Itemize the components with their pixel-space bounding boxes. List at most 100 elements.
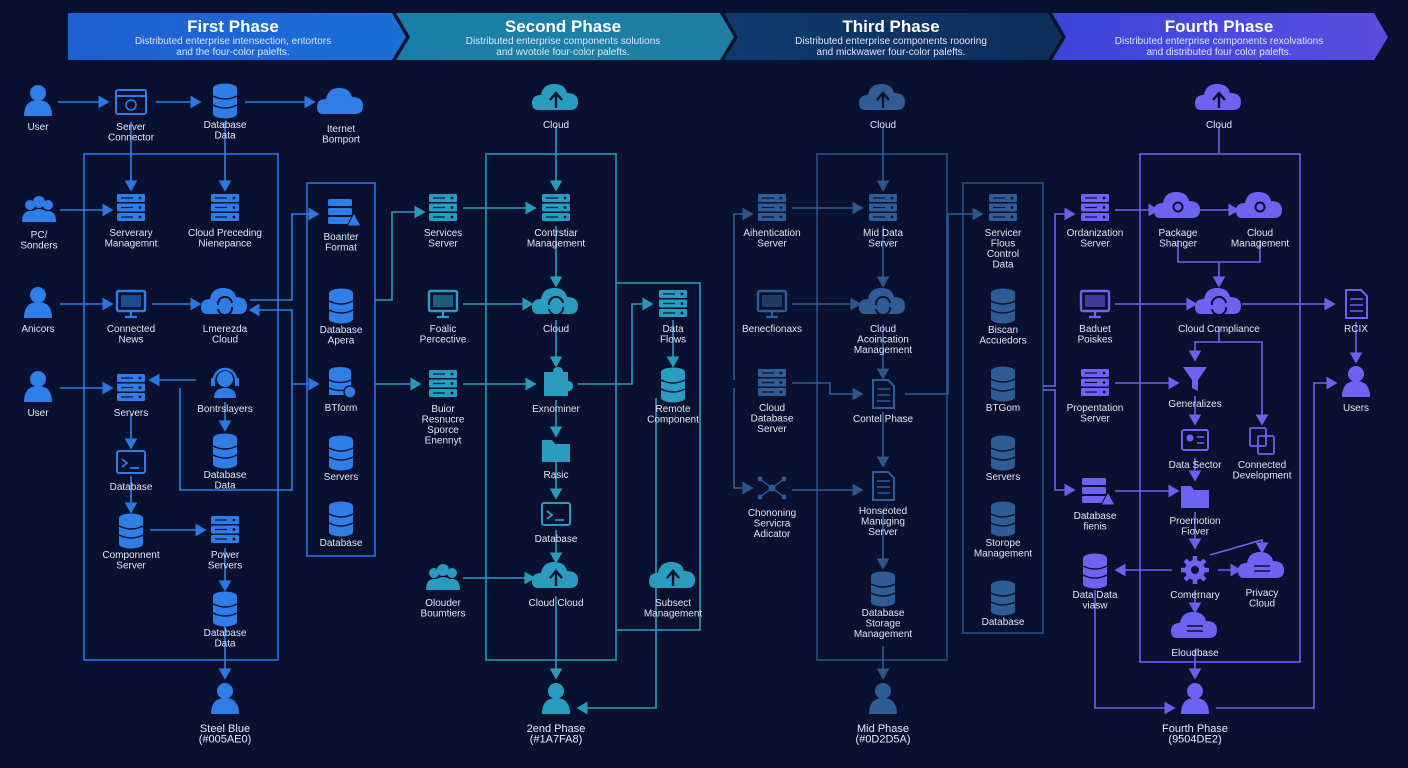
connector-arrow — [905, 207, 984, 395]
node-label: 2end Phase — [527, 723, 586, 735]
node-p4-rcix: RCIX — [1344, 289, 1368, 335]
node-label: Manuging — [861, 517, 905, 528]
node-label: Contel Phase — [853, 414, 913, 425]
phase3-main-frame — [816, 153, 948, 661]
node-label: Acoincation — [857, 335, 909, 346]
cloud-lines-icon — [1171, 612, 1217, 638]
node-p2-2end-phase: 2end Phase(#1A7FA8) — [527, 683, 586, 746]
database-gear-icon — [328, 367, 357, 399]
node-p2-cloud-cloud: Cloud Cloud — [528, 562, 584, 609]
node-label: Mid Data — [863, 228, 903, 239]
node-label: Server — [1080, 414, 1110, 425]
cloud-upload-icon — [859, 84, 905, 110]
node-p4-data-sector: Data Sector — [1169, 429, 1222, 471]
node-label: Fiover — [1181, 527, 1209, 538]
node-label: Enennyt — [425, 436, 462, 447]
node-label: Package — [1159, 228, 1198, 239]
node-p1-user-top: User — [24, 85, 52, 133]
filter-icon — [1183, 367, 1207, 391]
database-icon — [118, 513, 144, 549]
server-rack-icon — [1081, 194, 1109, 221]
node-label: (#1A7FA8) — [530, 734, 583, 746]
document-icon — [872, 471, 895, 501]
node-label: Development — [1233, 471, 1292, 482]
phase1-db-column-frame — [306, 182, 376, 557]
connector-arrow — [250, 207, 320, 301]
node-label: User — [27, 408, 49, 419]
node-label: Fourth Phase — [1162, 723, 1228, 735]
server-rack-icon — [869, 194, 897, 221]
node-p3-cloud-top: Cloud — [859, 84, 905, 131]
node-p3b-database: Database — [982, 580, 1025, 628]
node-label: Subsect — [655, 598, 691, 609]
user-icon — [24, 371, 52, 402]
server-rack-icon — [117, 374, 145, 401]
phase-title: Fourth Phase — [1165, 17, 1274, 36]
phase-ribbon — [1052, 13, 1388, 60]
node-p1-steel-blue: Steel Blue(#005AE0) — [199, 683, 251, 746]
node-label: Propentation — [1067, 403, 1124, 414]
user-icon — [24, 287, 52, 318]
phase-subtitle-line2: and wvotole four-color palefts. — [496, 47, 629, 58]
node-label: Database — [751, 414, 794, 425]
database-icon — [212, 433, 238, 469]
node-label: fienis — [1083, 522, 1106, 533]
node-p1b-database: Database — [320, 501, 363, 549]
node-label: Steel Blue — [200, 723, 250, 735]
node-label: Cloud — [870, 120, 896, 131]
node-label: Data — [214, 481, 236, 492]
server-rack-icon — [659, 290, 687, 317]
phase-subtitle-line1: Distributed enterprise components soluti… — [466, 36, 661, 47]
node-label: Cloud Cloud — [528, 598, 583, 609]
node-label: Servers — [114, 408, 148, 419]
database-icon — [990, 435, 1016, 471]
server-rack-icon — [542, 194, 570, 221]
database-icon — [870, 571, 896, 607]
node-label: Apera — [328, 336, 355, 347]
node-label: Database — [320, 325, 363, 336]
server-alert-icon — [1082, 478, 1116, 506]
node-p4-cloud-top: Cloud — [1195, 84, 1241, 131]
node-label: Database — [535, 534, 578, 545]
node-label: Management — [854, 345, 913, 356]
node-label: News — [118, 335, 143, 346]
node-p2-cloud-top: Cloud — [532, 84, 578, 131]
cloud-sync-icon — [859, 288, 905, 317]
node-label: Server — [116, 561, 146, 572]
node-label: Database — [204, 628, 247, 639]
node-label: Rasic — [543, 470, 568, 481]
node-label: Nienepance — [198, 239, 252, 250]
node-label: Cloud — [212, 335, 238, 346]
monitor-icon — [115, 289, 147, 319]
phase2-main-frame — [485, 153, 617, 661]
node-p2-cloud-mid: Cloud — [532, 288, 578, 335]
folder-icon — [1181, 486, 1209, 508]
node-label: Servers — [208, 561, 242, 572]
node-label: Data — [214, 639, 236, 650]
monitor-icon — [1079, 289, 1111, 319]
server-rack-icon — [429, 194, 457, 221]
node-label: Serverary — [109, 228, 152, 239]
connector-arrow — [1043, 207, 1076, 387]
